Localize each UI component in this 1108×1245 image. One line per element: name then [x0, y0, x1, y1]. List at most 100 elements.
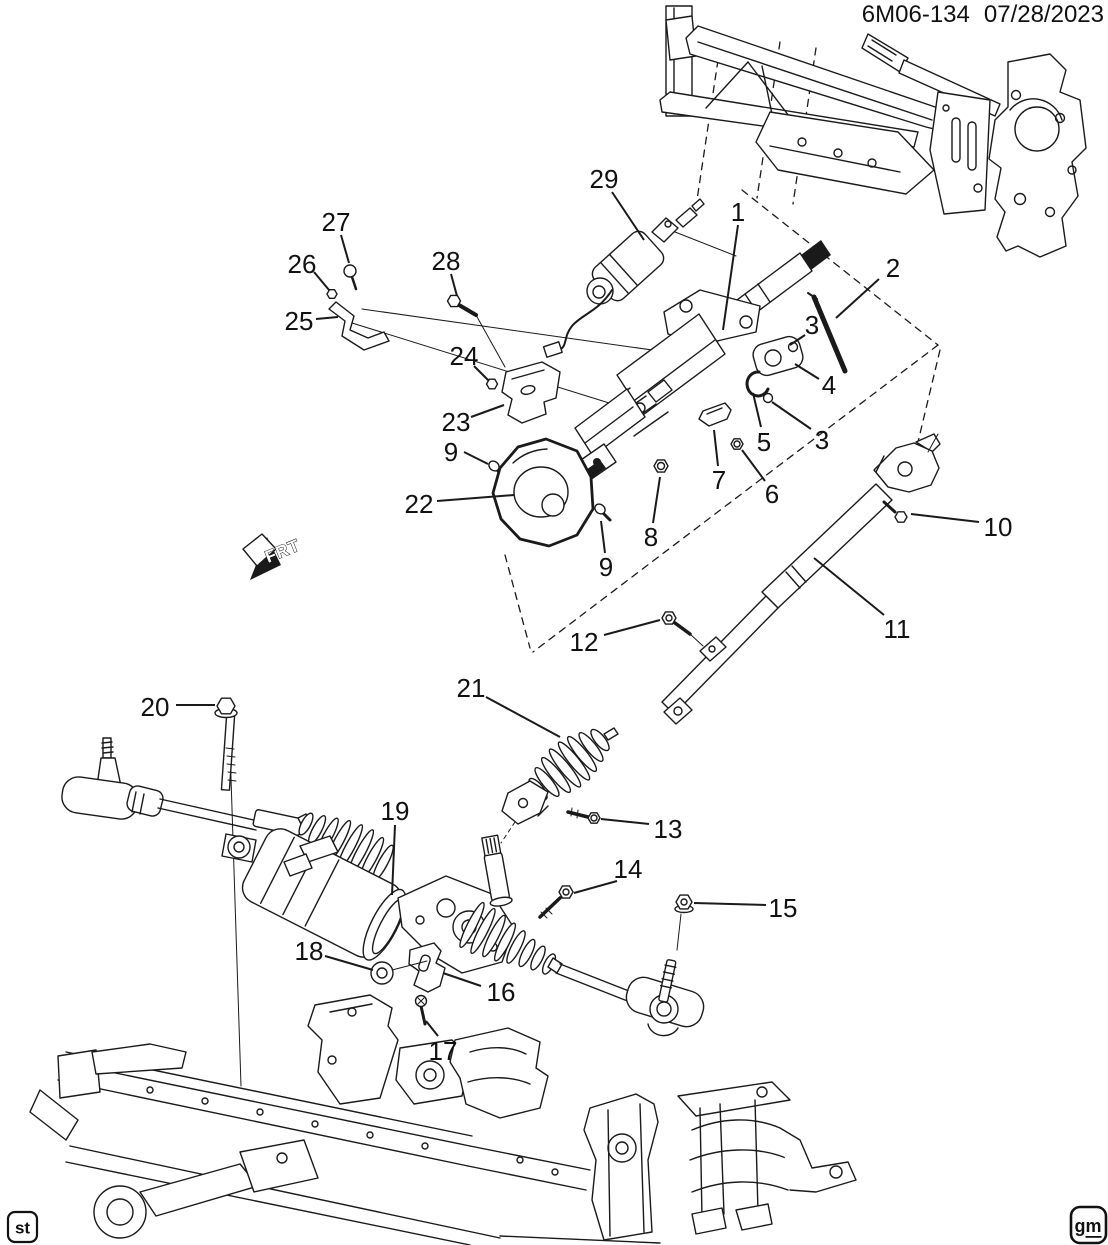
callout-leader-27-28	[340, 234, 350, 264]
callout-leader-9-10	[600, 520, 606, 554]
bracket-screw	[414, 994, 428, 1026]
callout-8-8: 8	[644, 522, 658, 552]
boot-clamp-bracket	[408, 942, 446, 993]
callout-leader-28-29	[450, 273, 458, 297]
callout-21-22: 21	[457, 673, 486, 703]
callout-16-17: 16	[487, 977, 516, 1007]
callout-15-16: 15	[769, 893, 798, 923]
callout-5-5: 5	[757, 427, 771, 457]
callout-leader-1-0	[722, 224, 739, 331]
bracket-7	[698, 402, 732, 427]
right-tie-rod-end	[625, 959, 705, 1037]
callout-leader-3-4	[771, 401, 812, 430]
callout-6-6: 6	[765, 479, 779, 509]
callout-leader-19-20	[391, 824, 396, 896]
shaft-clamp-bolt	[661, 611, 704, 647]
callout-11-12: 11	[884, 614, 911, 644]
seal-screw-9b	[594, 503, 612, 522]
callout-13-14: 13	[654, 814, 683, 844]
callout-29-30: 29	[590, 164, 619, 194]
callout-leader-18-19	[324, 955, 374, 971]
body-structure	[659, 5, 1087, 258]
callout-20-21: 20	[141, 692, 170, 722]
callout-19-20: 19	[381, 796, 410, 826]
footer-badges: st gm	[6, 1205, 1108, 1245]
doc-code: 6M06-134	[862, 1, 970, 28]
tilt-rod	[807, 292, 848, 374]
callout-12-13: 12	[570, 627, 599, 657]
callout-10-11: 10	[984, 512, 1013, 542]
callout-leader-8-8	[652, 476, 661, 524]
left-tie-rod-end	[61, 737, 164, 820]
callout-leader-12-13	[603, 619, 661, 636]
callout-leader-2-1	[835, 278, 880, 319]
callout-14-15: 14	[614, 854, 643, 884]
pinion-input-shaft	[481, 834, 513, 907]
gm-logo: gm	[1074, 1216, 1101, 1236]
callout-leader-29-30	[611, 191, 645, 241]
document-id: 6M06-134 07/28/2023	[862, 1, 1104, 28]
callout-27-28: 27	[322, 207, 351, 237]
callout-18-19: 18	[295, 936, 324, 966]
gm-logo-box	[1069, 1205, 1108, 1245]
frt-direction-indicator: FRT	[242, 533, 303, 580]
actuator-wire	[558, 289, 613, 351]
lower-pinch-bolt	[566, 807, 601, 824]
callout-leader-22-23	[436, 494, 515, 502]
callout-leader-14-15	[573, 880, 618, 894]
st-badge-box	[6, 1210, 39, 1244]
callout-4-3: 4	[822, 370, 836, 400]
retainer-clip-5	[745, 370, 770, 398]
callout-leader-15-16	[693, 902, 767, 906]
steering-gear-assembly	[61, 697, 705, 1037]
callout-leader-13-14	[600, 818, 650, 825]
callout-1-0: 1	[731, 197, 745, 227]
callout-leader-6-6	[741, 449, 766, 482]
callout-25-26: 25	[285, 306, 314, 336]
callout-leader-4-3	[794, 363, 820, 380]
callout-26-27: 26	[288, 249, 317, 279]
st-badge-label: st	[15, 1219, 30, 1238]
steering-gear-motor	[241, 828, 407, 961]
gear-mount-bolt-20	[214, 697, 238, 791]
dash-seal-22	[491, 437, 595, 548]
callout-leader-9-9	[463, 451, 489, 465]
callout-22-23: 22	[405, 489, 434, 519]
upper-u-joint	[873, 433, 941, 493]
upper-pinch-bolt	[882, 500, 908, 523]
callout-17-18: 17	[429, 1036, 458, 1066]
callout-2-1: 2	[886, 253, 900, 283]
callout-9-9: 9	[444, 437, 458, 467]
callout-leader-25-26	[315, 316, 339, 320]
callout-leader-10-11	[910, 513, 980, 523]
callout-leader-26-27	[313, 271, 330, 291]
bolt-28	[446, 294, 478, 317]
gear-mount-bolt-14	[538, 885, 574, 919]
callout-leader-5-5	[752, 392, 762, 428]
callout-leader-11-12	[813, 557, 885, 616]
bolt-20-axis-line	[228, 715, 242, 1087]
callout-7-7: 7	[712, 465, 726, 495]
tie-rod-nut	[674, 894, 694, 951]
callout-23-24: 23	[442, 407, 471, 437]
callout-leader-23-24	[470, 404, 505, 418]
column-bracket-25	[328, 301, 390, 351]
callout-leader-21-22	[485, 696, 561, 738]
intermediate-shaft	[500, 433, 941, 844]
callout-leader-17-18	[425, 1020, 439, 1037]
column-small-parts	[326, 264, 848, 548]
callout-24-25: 24	[450, 341, 479, 371]
callout-leader-16-17	[442, 972, 482, 987]
column-clamp-4	[752, 335, 804, 377]
callout-9-10: 9	[599, 552, 613, 582]
rack-boot-right	[459, 901, 563, 975]
callout-3-4: 3	[815, 425, 829, 455]
doc-date: 07/28/2023	[984, 1, 1104, 28]
column-lock-actuator	[542, 198, 705, 358]
callout-layer: 1234356789910111213141516171819202122232…	[141, 164, 1013, 1066]
callout-3-2: 3	[805, 310, 819, 340]
front-subframe	[29, 994, 857, 1245]
lower-u-joint-fork	[500, 780, 549, 844]
